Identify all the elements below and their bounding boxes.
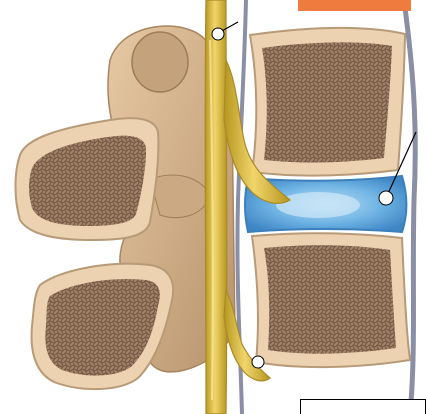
bottom-label-box	[300, 399, 426, 414]
superior-articular-process	[132, 32, 188, 92]
upper-body-cancellous	[262, 42, 392, 162]
lower-body-cancellous	[264, 245, 396, 353]
disc-callout-marker	[379, 191, 393, 205]
nerve-trunk	[205, 0, 227, 414]
bottom-callout-marker	[252, 356, 264, 368]
upper-posterior-section	[16, 118, 159, 240]
lower-vertebral-body	[252, 233, 410, 367]
top-callout-marker	[212, 28, 224, 40]
nucleus-pulposus	[276, 192, 360, 218]
upper-vertebral-body	[250, 28, 405, 176]
lower-posterior-section	[32, 264, 174, 389]
top-label-box	[298, 0, 411, 11]
